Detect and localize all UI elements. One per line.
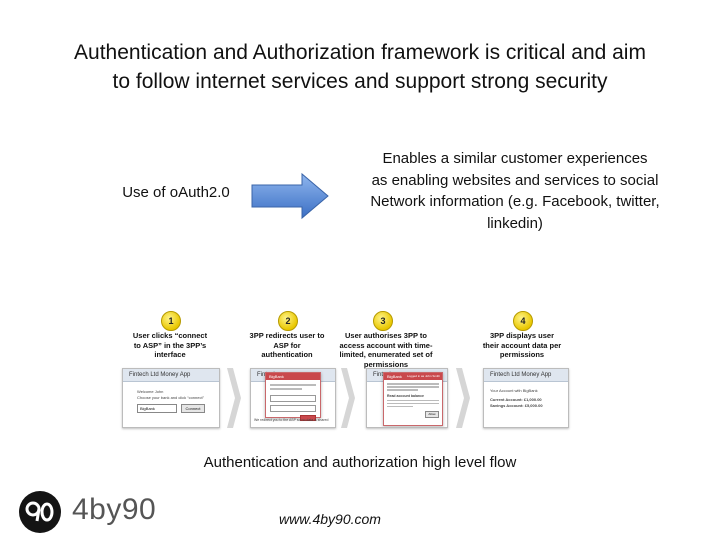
allow-button: Allow <box>425 411 439 418</box>
step-3-caption: User authorises 3PP to access account wi… <box>332 331 440 369</box>
benefit-line-2: as enabling websites and services to soc… <box>371 171 659 189</box>
step-2-screenshot: Fintech BigBank We redirect you to the A… <box>250 368 336 428</box>
step-chevron-icon <box>456 368 470 428</box>
step-3-caption-line: permissions <box>363 359 409 369</box>
benefit-description: Enables a similar customer experiences a… <box>340 148 690 234</box>
step-1-caption-line: interface <box>154 350 186 359</box>
slide-title: Authentication and Authorization framewo… <box>20 38 700 96</box>
title-line-2: to follow internet services and support … <box>112 70 608 93</box>
step-4-caption-line: 3PP displays user <box>489 331 555 340</box>
step-1-caption-line: to ASP” in the 3PP’s <box>133 340 207 350</box>
step-3-caption-line: access account with time- <box>339 340 433 350</box>
step-4-savings: Savings Account: £5,000.00 <box>490 403 543 408</box>
step-1-screen-line: Welcome John <box>137 389 164 394</box>
step-1-caption: User clicks “connect to ASP” in the 3PP’… <box>120 331 220 360</box>
step-1-caption-line: User clicks “connect <box>132 331 208 340</box>
step-3-popup-user: Logged in as John Smith <box>406 374 440 378</box>
step-1-screenshot: Fintech Ltd Money App Welcome John Choos… <box>122 368 220 428</box>
benefit-line-3: Network information (e.g. Facebook, twit… <box>370 193 660 210</box>
step-4-screen-title: Fintech Ltd Money App <box>484 369 568 382</box>
step-2-footer-text: We redirect you to the ASP so no data is… <box>254 418 329 422</box>
bank-select: BigBank <box>137 404 177 413</box>
title-line-1: Authentication and Authorization framewo… <box>74 41 646 64</box>
benefit-line-4: linkedin) <box>487 214 543 232</box>
step-2-caption-line: authentication <box>261 350 313 359</box>
step-4-badge: 4 <box>513 311 533 331</box>
logo-text: 4by90 <box>72 493 157 526</box>
connect-button: Connect <box>181 404 205 413</box>
step-2-login-popup: BigBank <box>265 372 321 421</box>
username-field <box>270 395 316 402</box>
login-button <box>300 415 316 421</box>
step-4-caption-line: permissions <box>499 350 545 359</box>
step-3-popup-header: BigBank Logged in as John Smith <box>384 373 442 380</box>
step-1-screen-line: Choose your bank and click “connect” <box>137 395 204 400</box>
step-3-screenshot: Fintech BigBank Logged in as John Smith … <box>366 368 448 428</box>
step-4-caption: 3PP displays user their account data per… <box>472 331 572 360</box>
step-4-screenshot: Fintech Ltd Money App Your Account with … <box>483 368 569 428</box>
step-1-badge: 1 <box>161 311 181 331</box>
right-arrow-icon <box>251 172 329 220</box>
step-3-popup-section: Read account balance <box>387 393 424 398</box>
step-2-badge: 2 <box>278 311 298 331</box>
step-4-balance: Current Account: £1,000.00 <box>490 397 542 402</box>
step-chevron-icon <box>341 368 355 428</box>
step-2-popup-title: BigBank <box>266 373 320 380</box>
step-3-consent-popup: BigBank Logged in as John Smith Read acc… <box>383 372 443 426</box>
website-url[interactable]: www.4by90.com <box>279 511 381 527</box>
oauth-label: Use of oAuth2.0 <box>122 184 230 201</box>
step-3-caption-line: User authorises 3PP to <box>345 331 427 340</box>
step-3-popup-title: BigBank <box>387 374 402 379</box>
password-field <box>270 405 316 412</box>
step-2-caption: 3PP redirects user to ASP for authentica… <box>237 331 337 360</box>
4by90-logo-icon <box>19 491 61 533</box>
step-4-caption-line: their account data per <box>482 340 562 350</box>
step-3-caption-line: limited, enumerated set of <box>339 350 433 359</box>
step-2-caption-line: ASP for <box>273 340 301 350</box>
step-2-caption-line: 3PP redirects user to <box>249 331 325 340</box>
step-4-screen-line: Your Account with BigBank <box>490 388 538 393</box>
step-chevron-icon <box>227 368 241 428</box>
step-3-badge: 3 <box>373 311 393 331</box>
benefit-line-1: Enables a similar customer experiences <box>382 150 648 167</box>
step-1-screen-title: Fintech Ltd Money App <box>123 369 219 382</box>
flow-caption: Authentication and authorization high le… <box>203 454 517 471</box>
